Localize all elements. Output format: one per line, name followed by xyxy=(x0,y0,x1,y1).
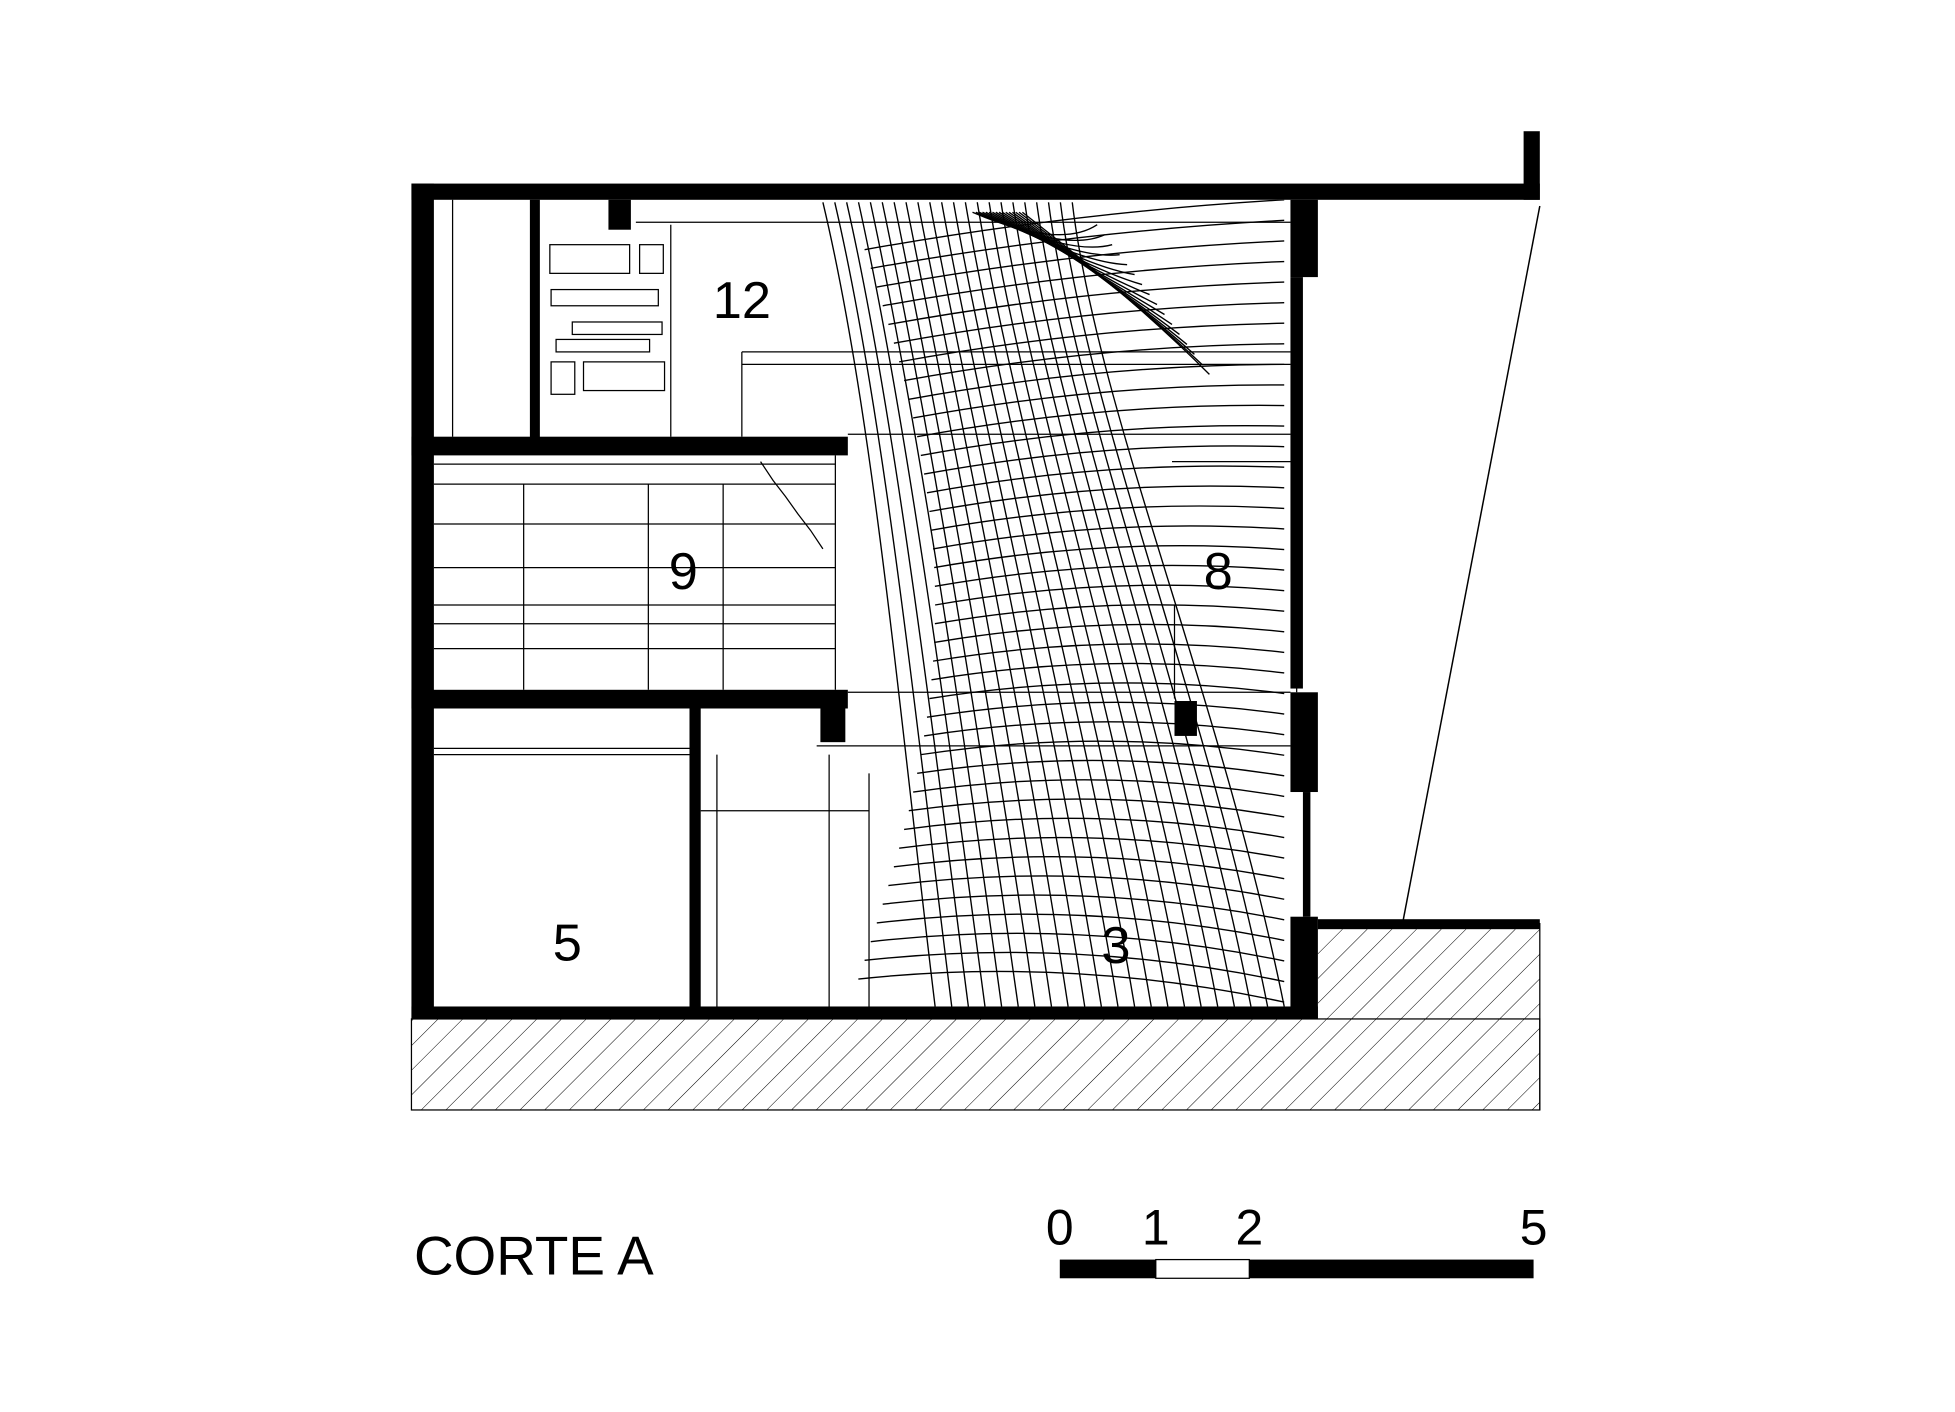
interior-lines xyxy=(433,199,1298,1007)
rib-line xyxy=(882,894,1285,921)
rib-line xyxy=(964,202,1136,1007)
scale-tick-0: 0 xyxy=(1046,1200,1074,1256)
rib-line xyxy=(934,604,1285,625)
rib-line xyxy=(882,260,1285,307)
scale-tick-5: 5 xyxy=(1520,1200,1548,1256)
rib-line xyxy=(929,202,1086,1007)
rib-line xyxy=(920,424,1285,457)
rib-line xyxy=(864,951,1285,983)
rib-line xyxy=(926,465,1285,494)
rib-line xyxy=(1035,202,1236,1007)
rib-line xyxy=(864,199,1285,251)
rib-line xyxy=(904,817,1285,839)
rib-line xyxy=(893,202,1036,1007)
rib-line xyxy=(913,779,1285,798)
rib-line xyxy=(899,836,1285,859)
rib-line xyxy=(870,219,1285,270)
rib-line xyxy=(940,202,1103,1007)
rib-line xyxy=(888,281,1285,326)
rib-line xyxy=(905,202,1053,1007)
ground-hatch xyxy=(410,922,1541,1111)
rib-line xyxy=(929,485,1285,513)
scale-tick-1: 1 xyxy=(1142,1200,1170,1256)
rib-line xyxy=(976,202,1152,1007)
rib-line xyxy=(1000,202,1186,1007)
rib-line xyxy=(881,202,1019,1007)
rib-line xyxy=(924,721,1285,737)
rib-line xyxy=(934,623,1285,644)
drawing-title: CORTE A xyxy=(414,1225,654,1287)
rib-line xyxy=(934,564,1285,587)
room-label-3: 3 xyxy=(1101,917,1130,975)
rib-line xyxy=(931,505,1285,531)
rib-line xyxy=(913,384,1285,419)
structure-walls xyxy=(411,131,1540,1019)
scale-bar: 0 1 2 5 xyxy=(1046,1200,1548,1279)
rib-line xyxy=(952,202,1119,1007)
rib-line xyxy=(934,584,1285,606)
rib-line xyxy=(899,322,1285,363)
room-label-9: 9 xyxy=(669,543,698,601)
rib-line xyxy=(893,856,1285,880)
room-label-8: 8 xyxy=(1204,543,1233,601)
sculpture-ribs xyxy=(822,199,1285,1007)
rib-line xyxy=(858,970,1285,1003)
rib-line xyxy=(929,682,1285,700)
rib-line xyxy=(893,301,1285,344)
rib-line xyxy=(926,701,1285,718)
rib-line xyxy=(822,202,936,1007)
room-label-5: 5 xyxy=(553,914,582,972)
rib-line xyxy=(857,202,986,1007)
rib-line xyxy=(988,202,1169,1007)
rib-line xyxy=(1021,211,1210,375)
rib-line xyxy=(908,798,1285,818)
rib-line xyxy=(888,875,1285,900)
rib-line xyxy=(845,202,970,1007)
rib-line xyxy=(1024,202,1219,1007)
rib-line xyxy=(870,932,1285,962)
rib-line xyxy=(920,740,1285,756)
rib-line xyxy=(908,363,1285,400)
rib-line xyxy=(932,643,1285,662)
rib-line xyxy=(876,913,1285,942)
rib-line xyxy=(1071,202,1285,1007)
room-label-12: 12 xyxy=(713,272,771,330)
rib-line xyxy=(834,202,953,1007)
rib-line xyxy=(917,404,1285,438)
rib-line xyxy=(932,525,1285,550)
rib-line xyxy=(917,759,1285,777)
rib-line xyxy=(931,662,1285,681)
facade-line xyxy=(1401,205,1541,924)
scale-tick-2: 2 xyxy=(1235,1200,1263,1256)
rib-line xyxy=(903,343,1285,382)
rib-line xyxy=(934,545,1285,569)
rib-line xyxy=(923,445,1285,475)
rib-line xyxy=(1047,202,1252,1007)
